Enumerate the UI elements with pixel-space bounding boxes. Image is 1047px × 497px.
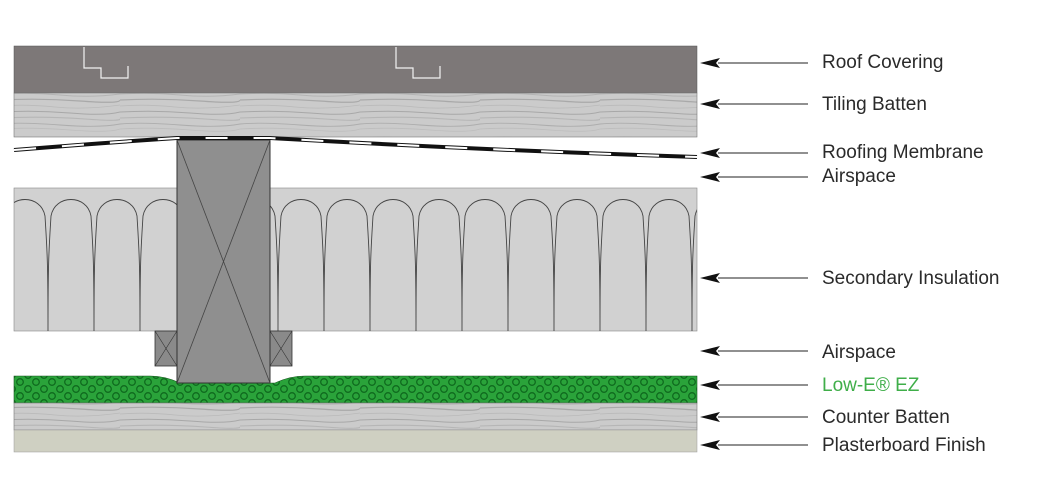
arrowhead-icon (700, 380, 720, 390)
arrowhead-icon (700, 412, 720, 422)
arrowhead-icon (700, 99, 720, 109)
label-roofing-membrane: Roofing Membrane (822, 142, 984, 163)
label-tiling-batten: Tiling Batten (822, 94, 927, 115)
roof-covering-layer (13, 45, 698, 94)
tiling-batten-layer (13, 92, 698, 138)
arrowhead-icon (700, 273, 720, 283)
label-airspace-lower: Airspace (822, 342, 896, 363)
label-secondary-insulation: Secondary Insulation (822, 268, 999, 289)
label-counter-batten: Counter Batten (822, 407, 950, 428)
arrowhead-icon (700, 440, 720, 450)
roofing-membrane-layer (13, 136, 698, 159)
label-roof-covering: Roof Covering (822, 52, 943, 73)
plasterboard-finish-layer (13, 429, 698, 453)
arrowhead-icon (700, 58, 720, 68)
low-e-ez-layer (13, 375, 698, 404)
arrowhead-icon (700, 148, 720, 158)
arrowhead-icon (700, 172, 720, 182)
labels: Roof Covering Tiling Batten Roofing Memb… (822, 52, 999, 456)
label-leaders (700, 58, 808, 450)
label-low-e-ez: Low-E® EZ (822, 375, 920, 396)
label-plasterboard-finish: Plasterboard Finish (822, 435, 986, 456)
rafter (176, 139, 271, 384)
counter-batten-layer (13, 402, 698, 431)
label-airspace-upper: Airspace (822, 166, 896, 187)
arrowhead-icon (700, 346, 720, 356)
secondary-insulation-layer (13, 187, 698, 332)
